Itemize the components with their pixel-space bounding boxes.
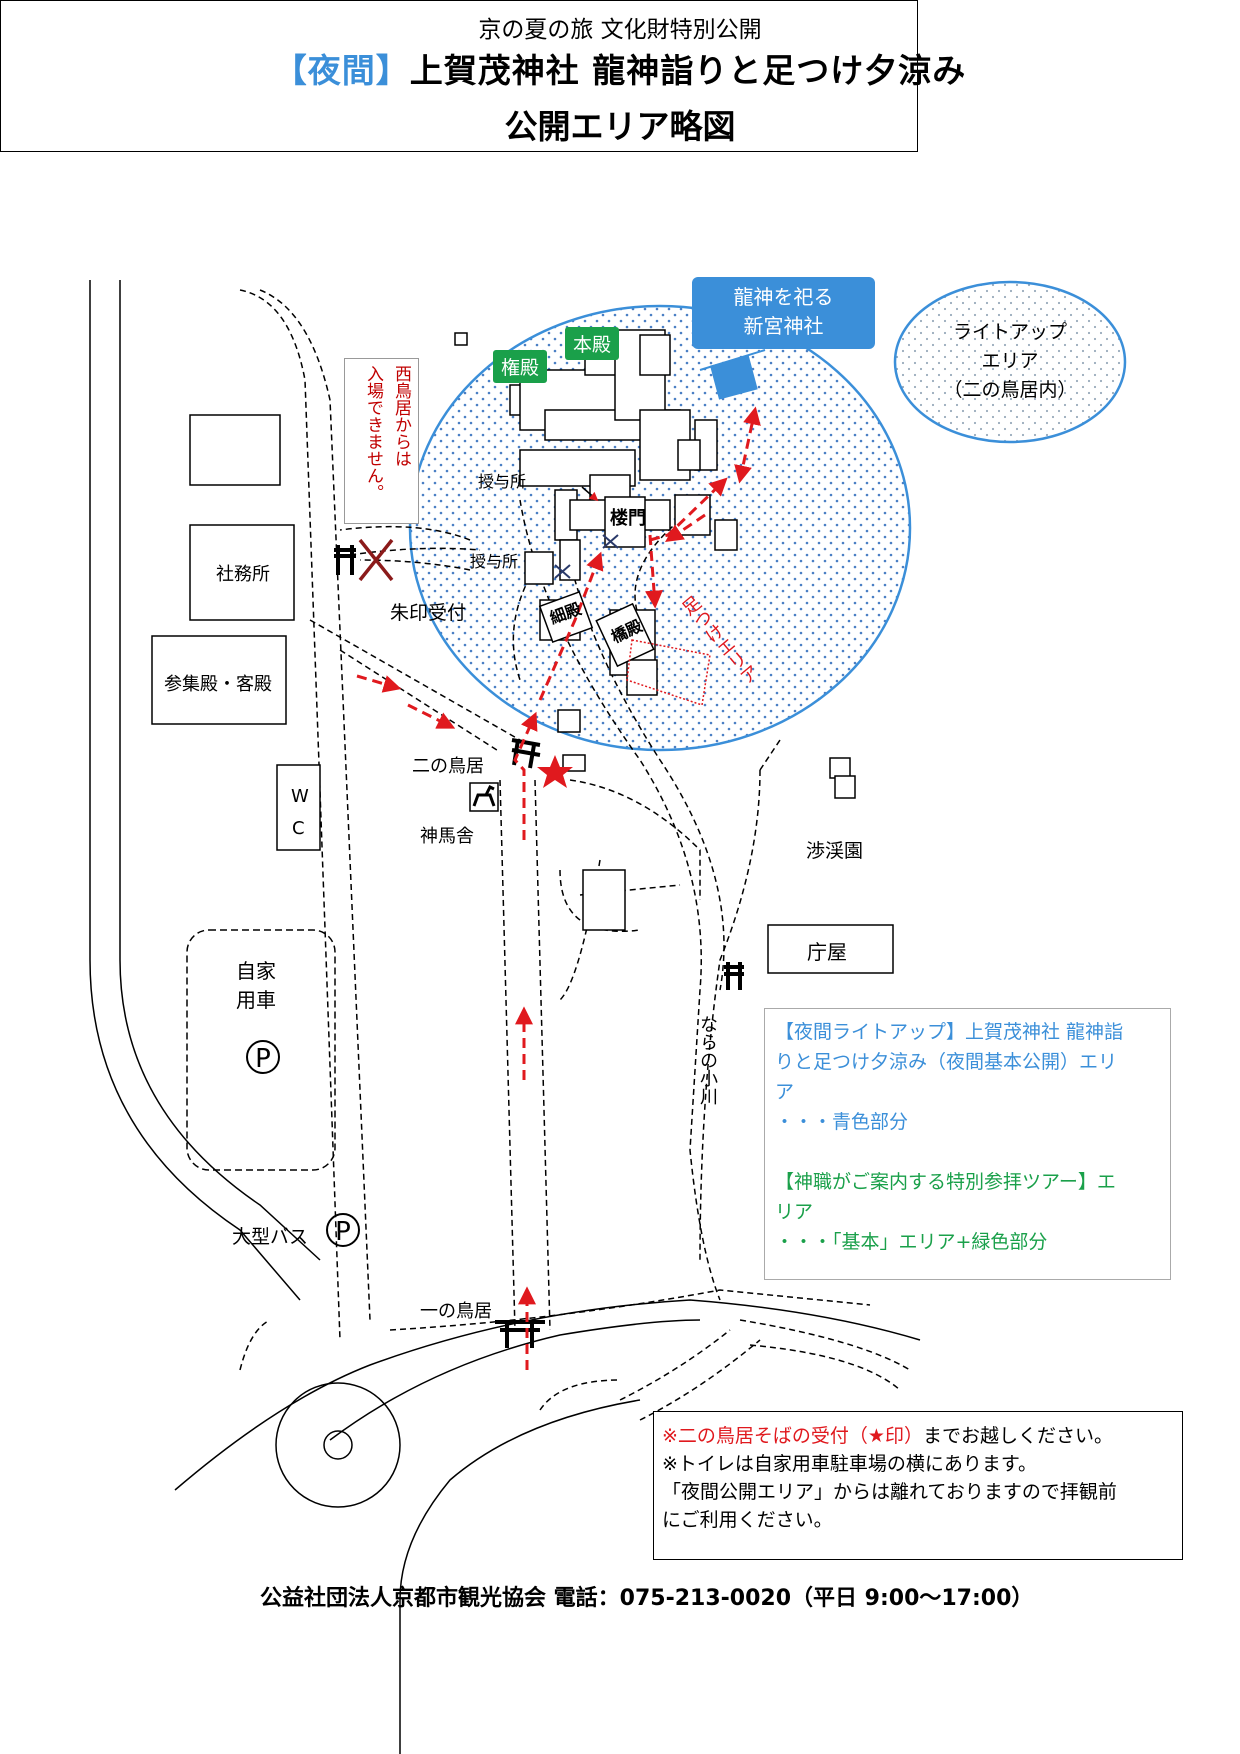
lightup-line1: ライトアップ xyxy=(952,321,1067,343)
label-shokeien: 渉渓園 xyxy=(806,840,864,862)
building-chosha xyxy=(767,924,894,974)
west-torii-note: 西鳥居からは 入場できません。 xyxy=(344,358,419,524)
label-shamusho: 社務所 xyxy=(216,564,270,585)
label-nara-ogawa: ならの小川 xyxy=(697,1015,718,1105)
notice-line1-red: ※二の鳥居そばの受付（★印） xyxy=(662,1425,923,1447)
label-jusho-lower: 授与所 xyxy=(470,552,519,571)
arrow-route-6 xyxy=(644,534,663,609)
lightup-legend-oval xyxy=(893,280,1127,444)
label-jikayo-1: 自家 xyxy=(236,959,276,983)
building-shamusho xyxy=(189,524,295,621)
label-shinmesha: 神馬舎 xyxy=(420,826,474,847)
arrow-route-4 xyxy=(538,551,604,701)
arrow-route-9 xyxy=(356,674,402,693)
arrow-route-10 xyxy=(407,703,456,729)
notice-line1-rest: までお越しください。 xyxy=(922,1425,1113,1447)
notice-line2: ※トイレは自家用車駐車場の横にあります。 xyxy=(662,1453,1038,1475)
label-oogatabus: 大型バス xyxy=(232,1226,309,1248)
lightup-line3: （二の鳥居内） xyxy=(943,379,1077,401)
label-jusho-upper: 授与所 xyxy=(478,472,527,491)
parking-lot xyxy=(186,929,336,1171)
west-note-col2: 入場できません。 xyxy=(363,365,383,501)
notice-box: ※二の鳥居そばの受付（★印）までお越しください。 ※トイレは自家用車駐車場の横に… xyxy=(653,1411,1183,1560)
ichinotorii-icon xyxy=(495,1320,545,1348)
legend-green-1: 【神職がご案内する特別参拝ツアー】エ xyxy=(775,1171,1116,1193)
title-main: 【夜間】上賀茂神社 龍神詣りと足つけ夕涼み xyxy=(0,44,1240,92)
west-torii-icon xyxy=(334,545,356,575)
title-prefix: 【夜間】 xyxy=(273,51,410,90)
legend-blue-1: 【夜間ライトアップ】上賀茂神社 龍神詣 xyxy=(775,1021,1124,1043)
shingu-line1: 龍神を祀る xyxy=(733,285,834,309)
label-ninotorii: 二の鳥居 xyxy=(412,756,484,777)
building-wc xyxy=(276,764,321,851)
roundabout xyxy=(275,1382,401,1508)
notice-line1: ※二の鳥居そばの受付（★印）までお越しください。 xyxy=(662,1422,1174,1450)
notice-line3: 「夜間公開エリア」からは離れておりますので拝観前 xyxy=(662,1481,1117,1503)
footer-contact: 公益社団法人京都市観光協会 電話：075-213-0020（平日 9:00～17… xyxy=(260,1586,1034,1611)
building-sanshuden xyxy=(151,635,287,725)
shingu-shrine xyxy=(710,355,758,400)
reception-star xyxy=(537,755,573,788)
title-subtitle: 京の夏の旅 文化財特別公開 xyxy=(478,17,762,43)
label-chosha: 庁屋 xyxy=(807,940,847,964)
legend-blue-3: ア xyxy=(775,1081,795,1103)
lightup-line2: エリア xyxy=(981,350,1039,372)
legend-green-2: リア xyxy=(775,1201,814,1223)
building-upper-left xyxy=(189,414,281,486)
legend-box: 【夜間ライトアップ】上賀茂神社 龍神詣 りと足つけ夕涼み（夜間基本公開）エリ ア… xyxy=(764,1008,1171,1280)
lightup-oval-label: ライトアップ エリア （二の鳥居内） xyxy=(915,318,1105,405)
legend-spacer xyxy=(775,1137,1160,1167)
label-romon: 楼門 xyxy=(610,508,646,529)
title-area: 公開エリア略図 xyxy=(504,107,736,146)
label-ichinotorii: 一の鳥居 xyxy=(420,1301,492,1322)
tag-honden: 本殿 xyxy=(565,327,620,360)
shingu-label-box: 龍神を祀る 新宮神社 xyxy=(692,277,875,349)
horse-icon xyxy=(469,782,499,812)
no-entry-mark xyxy=(358,538,394,582)
arrow-route-7 xyxy=(734,406,761,484)
label-jikayo-2: 用車 xyxy=(236,988,276,1012)
notice-line4: にご利用ください。 xyxy=(662,1509,833,1531)
east-torii-icon xyxy=(724,962,744,990)
parking-icon: P xyxy=(246,1040,280,1074)
arrow-route-8 xyxy=(665,513,706,543)
label-wc-c: C xyxy=(292,818,305,839)
shingu-line2: 新宮神社 xyxy=(743,314,824,338)
arrow-route-3 xyxy=(513,711,538,840)
label-wc-w: W xyxy=(291,786,309,807)
legend-blue-4: ・・・青色部分 xyxy=(775,1111,909,1133)
title-main-text: 上賀茂神社 龍神詣りと足つけ夕涼み xyxy=(409,51,967,90)
label-shuin: 朱印受付 xyxy=(390,602,467,624)
bus-parking-icon: P xyxy=(326,1213,360,1247)
west-note-col1: 西鳥居からは xyxy=(391,365,411,467)
legend-green-3: ・・・「基本」エリア+緑色部分 xyxy=(775,1231,1048,1253)
title-box: 京の夏の旅 文化財特別公開 【夜間】上賀茂神社 龍神詣りと足つけ夕涼み 公開エリ… xyxy=(0,0,965,152)
label-sanshuden: 参集殿・客殿 xyxy=(164,674,272,695)
ninotorii-icon xyxy=(511,738,541,769)
legend-blue-2: りと足つけ夕涼み（夜間基本公開）エリ xyxy=(775,1051,1118,1073)
tag-gonden: 権殿 xyxy=(493,350,548,383)
